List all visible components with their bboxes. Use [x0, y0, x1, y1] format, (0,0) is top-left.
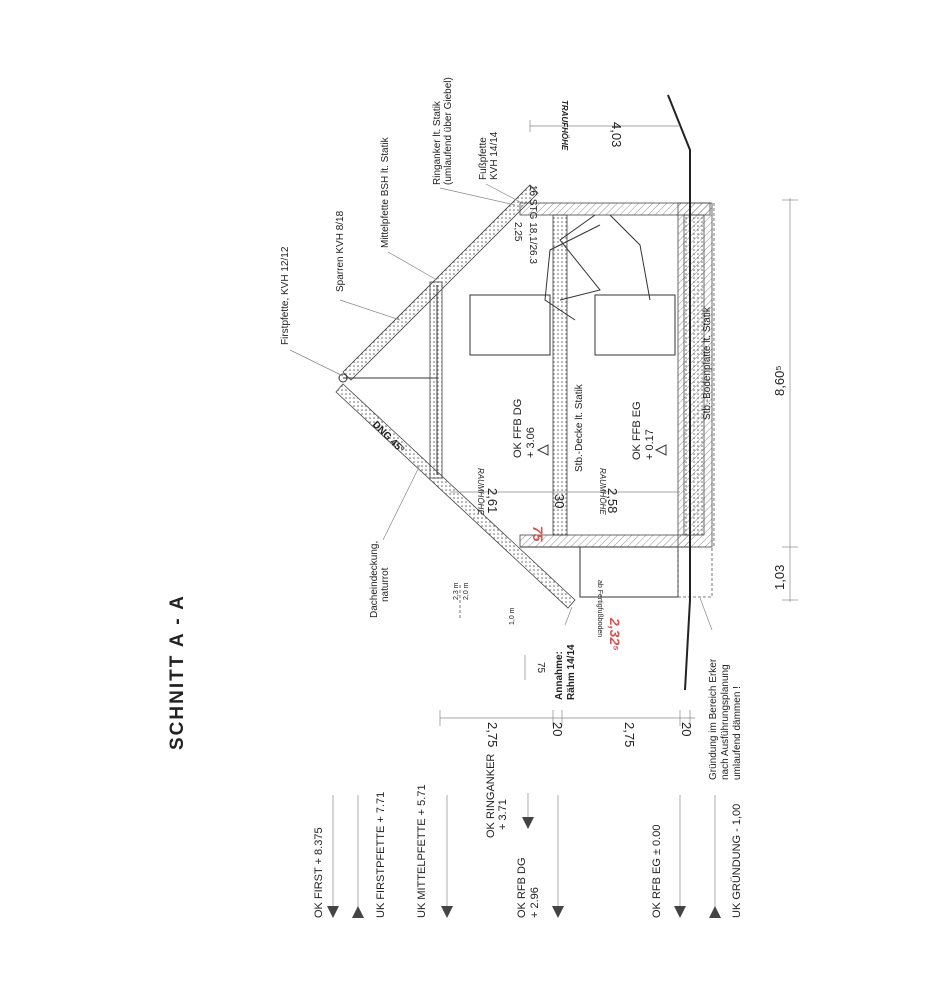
level-ok-ringanker-value: + 3.71 — [497, 799, 509, 830]
level-triangle-icon — [352, 906, 364, 918]
ok-ffb-eg: OK FFB EG — [631, 401, 643, 460]
floor-marks: OK FFB DG + 3.06 OK FFB EG + 0.17 — [512, 399, 667, 460]
callout-gruendung: Gründung im Bereich Erker — [708, 658, 719, 780]
dim-chain-3: 2,75 — [622, 722, 637, 747]
callout-stb-bodenplatte: Stb.-Bodenplatte lt. Statik — [702, 306, 713, 420]
level-uk-gruendung: UK GRÜNDUNG - 1,00 — [731, 804, 743, 918]
raumhoehe-dg-label: RAUMHÖHE — [476, 468, 485, 515]
callout-stb-decke: Stb.-Decke lt. Statik — [574, 383, 585, 472]
level-uk-firstpfette: UK FIRSTPFETTE + 7.71 — [375, 792, 387, 918]
callout-sparren: Sparren KVH 8/18 — [335, 210, 346, 292]
drawing-title: SCHNITT A - A — [167, 594, 188, 750]
ok-ffb-eg-value: + 0.17 — [644, 429, 656, 460]
window-eg — [594, 294, 676, 356]
ok-ffb-dg: OK FFB DG — [512, 399, 524, 458]
erker-ab-ffb: ab Fertigfußboden — [596, 580, 603, 637]
callout-fusspfette: Fußpfette — [478, 137, 489, 180]
erker-window — [579, 546, 679, 598]
callout-dacheindeckung-color: naturrot — [380, 567, 391, 602]
building — [469, 94, 715, 691]
roof-slope-bottom — [335, 383, 576, 609]
dim-dg-height: 2,61 — [485, 488, 500, 513]
level-triangle-icon — [654, 444, 667, 456]
window-dg — [469, 294, 551, 356]
dim-75: 75 — [535, 662, 546, 674]
level-triangle-icon — [536, 444, 549, 456]
stair-label: 16 STG 18,1/26.3 — [527, 185, 538, 264]
roof — [335, 184, 576, 609]
level-markers: OK FIRST + 8.375 UK FIRSTPFETTE + 7.71 U… — [313, 754, 743, 918]
level-ok-rfb-dg-value: + 2.96 — [529, 887, 541, 918]
height-2-0m: 2,0 m — [463, 582, 470, 600]
stb-decke — [552, 214, 568, 536]
dim-chain-4: 20 — [679, 722, 694, 736]
raumhoehe-eg-label: RAUMHÖHE — [598, 468, 607, 515]
callout-raehm: Rähm 14/14 — [566, 644, 577, 700]
callout-gruendung-3: umlaufend dämmen ! — [732, 686, 743, 780]
stairs — [559, 214, 601, 301]
level-uk-mittelpfette: UK MITTELPFETTE + 5.71 — [416, 784, 428, 918]
height-1-0m: 1,0 m — [509, 607, 516, 625]
dim-kniestock: 75 — [530, 526, 546, 542]
level-ok-rfb-dg: OK RFB DG — [516, 857, 528, 918]
ground-line — [667, 94, 691, 691]
callout-gruendung-2: nach Ausführungsplanung — [720, 664, 731, 780]
level-ok-rfb-eg: OK RFB EG ± 0.00 — [651, 825, 663, 918]
traufhoehe-label: TRAUFHÖHE — [560, 100, 569, 151]
firstpfette-mark — [338, 373, 348, 383]
callout-dacheindeckung: Dacheindeckung, — [369, 541, 380, 618]
dim-erker-height: 2,32⁵ — [607, 617, 623, 651]
erker-foundation — [677, 546, 713, 598]
level-triangle-icon — [327, 906, 339, 918]
height-2-3m: 2,3 m — [453, 582, 460, 600]
ok-ffb-dg-value: + 3.06 — [525, 427, 537, 458]
dim-stair-head: 2,25 — [512, 222, 523, 242]
mittelpfette-insulation — [429, 281, 443, 479]
callout-annahme: Annahme: — [554, 651, 565, 700]
dim-eg-height: 2,58 — [605, 488, 620, 513]
callout-fusspfette-size: KVH 14/14 — [489, 131, 500, 180]
dimensions: RAUMHÖHE RAUMHÖHE 2,61 30 2,58 75 2,32⁵ … — [439, 100, 798, 747]
dim-slab: 30 — [552, 494, 567, 508]
dim-chain-1: 2,75 — [485, 722, 500, 747]
callout-ringanker-note: (umlaufend über Giebel) — [443, 77, 454, 185]
level-ok-first: OK FIRST + 8.375 — [313, 827, 325, 918]
callout-ringanker: Ringanker lt. Statik — [432, 100, 443, 185]
dim-width-main: 8,60⁵ — [772, 365, 787, 396]
callout-firstpfette: Firstpfette, KVH 12/12 — [280, 246, 291, 345]
dim-chain-2: 20 — [550, 722, 565, 736]
dim-width-erker: 1,03 — [772, 565, 787, 590]
callouts: Firstpfette, KVH 12/12 Sparren KVH 8/18 … — [280, 77, 743, 780]
callout-mittelpfette: Mittelpfette BSH lt. Statik — [380, 136, 391, 248]
level-ok-ringanker: OK RINGANKER — [485, 754, 497, 838]
traufhoehe-value: 4,03 — [609, 122, 624, 147]
